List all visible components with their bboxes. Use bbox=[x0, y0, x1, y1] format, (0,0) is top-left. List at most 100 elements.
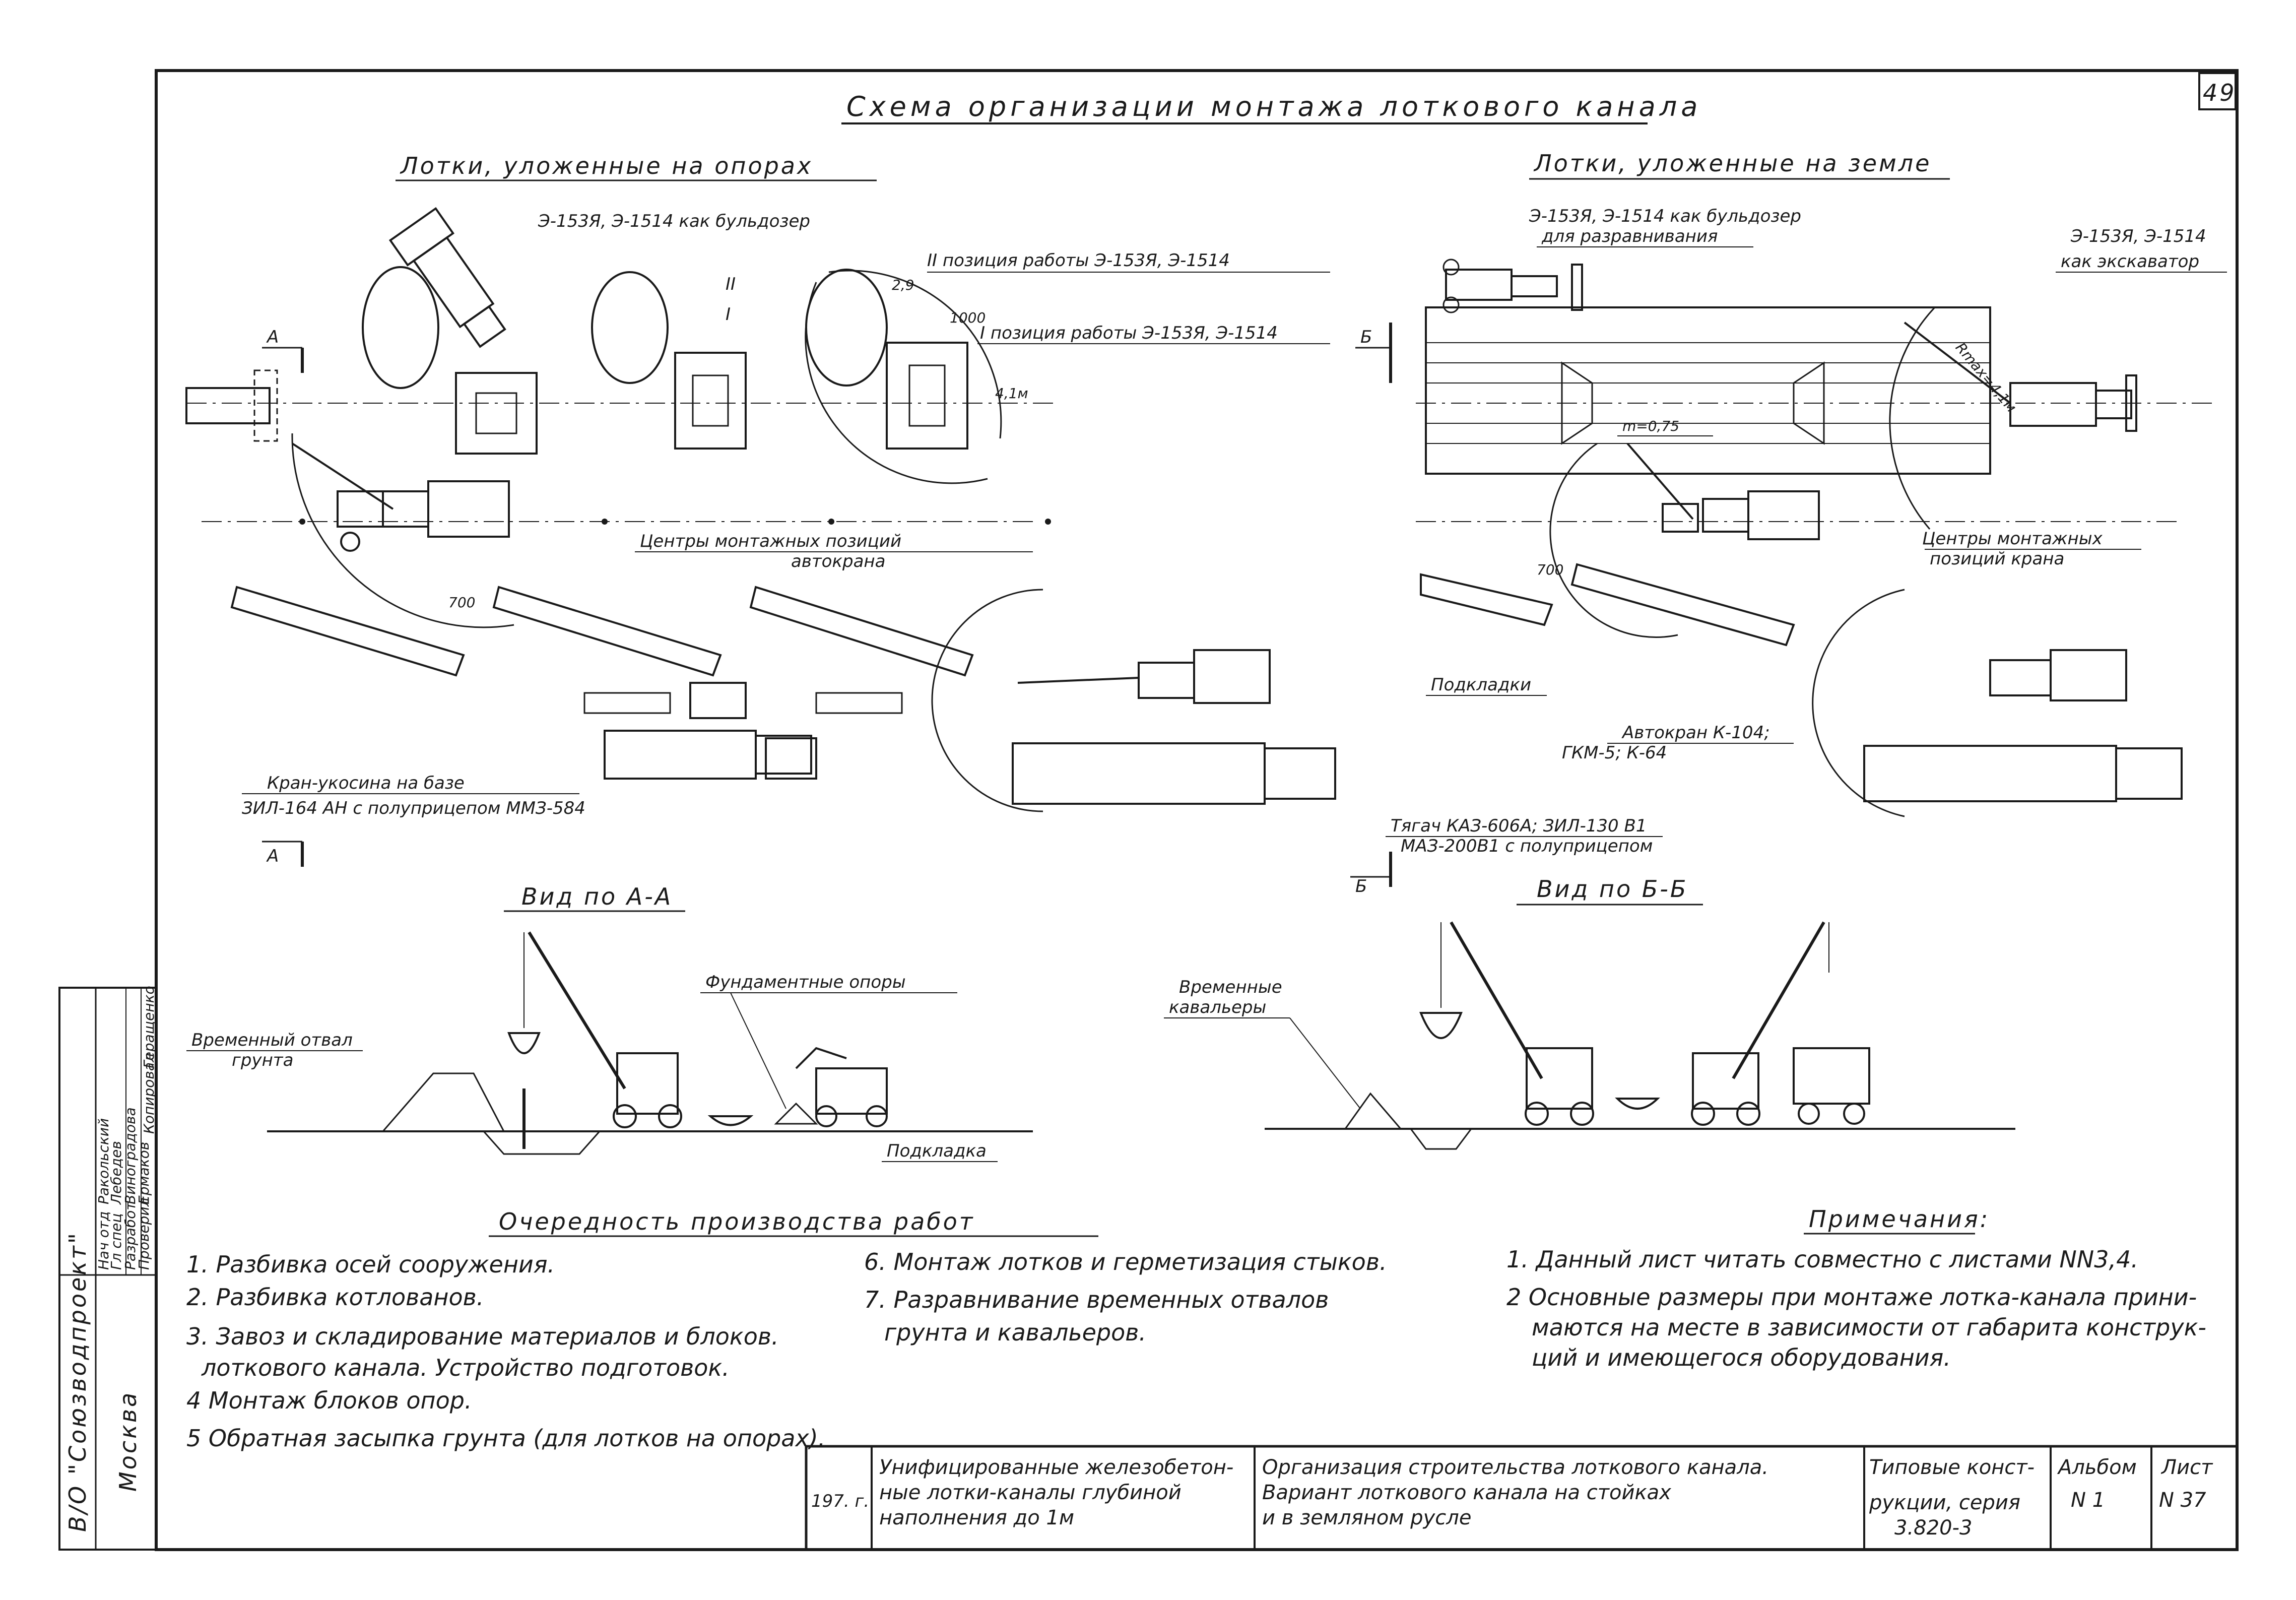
title-block-frame bbox=[805, 1445, 2239, 1551]
stamp-person: Виноградова bbox=[122, 1107, 139, 1204]
centers-label-2: автокрана bbox=[791, 551, 886, 571]
swing-arc bbox=[1812, 589, 1905, 817]
wheel bbox=[1570, 1102, 1594, 1126]
foundation-pit-inner bbox=[692, 374, 729, 427]
bulldozer-plan bbox=[1442, 259, 1583, 313]
spoil-label: Временный отвал bbox=[191, 1030, 353, 1050]
title-block-typical: Типовые конст- bbox=[1869, 1456, 2035, 1479]
bulldozer-right-label-2: для разравнивания bbox=[1541, 226, 1718, 246]
sheet-number-box bbox=[2198, 72, 2237, 110]
autocrane-plan bbox=[291, 442, 510, 552]
wheel bbox=[1525, 1102, 1549, 1126]
view-bb: Вид по Б-Б Временные кавальеры bbox=[1164, 875, 2015, 1150]
sequence-item: 6. Монтаж лотков и герметизация стыков. bbox=[864, 1248, 1387, 1275]
tray-joint bbox=[1561, 361, 1593, 445]
cut-b-label: Б bbox=[1360, 327, 1372, 347]
dim-label: 700 bbox=[448, 594, 475, 611]
wheel bbox=[1736, 1102, 1760, 1126]
section-left-title: Лотки, уложенные на опорах bbox=[400, 152, 813, 179]
autocrane-label: Автокран К-104; bbox=[1621, 723, 1770, 743]
sequence-item: 5 Обратная засыпка грунта (для лотков на… bbox=[186, 1425, 825, 1452]
notes-item: 1. Данный лист читать совместно с листам… bbox=[1506, 1246, 2138, 1273]
spoil-heap-section bbox=[381, 1072, 505, 1132]
trailer-section bbox=[1793, 1047, 1870, 1105]
crane-base-label-2: ЗИЛ-164 АН с полуприцепом ММЗ-584 bbox=[242, 798, 585, 818]
stamp-person: Лебедев bbox=[108, 1141, 124, 1205]
autocrane-right-bottom bbox=[1863, 649, 2183, 802]
spoil-heap bbox=[805, 269, 888, 387]
foundation-support bbox=[774, 1102, 818, 1125]
position-2-label: II позиция работы Э-153Я, Э-1514 bbox=[927, 250, 1230, 271]
notes-item: 2 Основные размеры при монтаже лотка-кан… bbox=[1506, 1284, 2197, 1311]
excavator-label-2: как экскаватор bbox=[2061, 251, 2199, 272]
excavator-label: Э-153Я, Э-1514 bbox=[2070, 226, 2206, 246]
cavaliers-label: Временные bbox=[1179, 977, 1282, 997]
wheel bbox=[613, 1104, 637, 1128]
tray-joint bbox=[1793, 361, 1825, 445]
title-block-series: Унифицированные железобетон- bbox=[879, 1456, 1233, 1479]
stamp-person: Ермаков bbox=[136, 1142, 152, 1204]
cavaliers-label-2: кавальеры bbox=[1169, 997, 1266, 1017]
tray-element bbox=[749, 586, 974, 677]
title-block-sheet-value: N 37 bbox=[2159, 1489, 2206, 1512]
lifted-tray bbox=[1419, 1012, 1463, 1039]
wheel bbox=[1691, 1102, 1715, 1126]
crane-cab bbox=[1526, 1047, 1593, 1110]
centers-right-label: Центры монтажных bbox=[1922, 529, 2103, 549]
view-bb-title: Вид по Б-Б bbox=[1537, 875, 1688, 903]
excavator-plan bbox=[388, 207, 506, 348]
axis-point bbox=[299, 519, 305, 525]
base-block bbox=[815, 692, 903, 714]
pad-label: Подкладка bbox=[887, 1141, 987, 1161]
title-block: 197. г. Унифицированные железобетон- ные… bbox=[805, 1445, 2239, 1551]
channel-segment bbox=[185, 387, 271, 424]
cut-a-label: А bbox=[266, 327, 279, 347]
sequence-item: 7. Разравнивание временных отвалов bbox=[864, 1286, 1329, 1313]
channel-end bbox=[253, 369, 278, 442]
dim-label: 700 bbox=[1537, 561, 1563, 578]
view-aa: Вид по А-А Временный отвал грунта Фундам… bbox=[186, 883, 1033, 1162]
crane-boom bbox=[1732, 921, 1825, 1079]
title-block-album-value: N 1 bbox=[2071, 1489, 2105, 1512]
title-block-sheet-title: и в земляном русле bbox=[1262, 1506, 1471, 1529]
sequence-item: 3. Завоз и складирование материалов и бл… bbox=[186, 1323, 779, 1350]
pads-label: Подкладки bbox=[1431, 675, 1531, 695]
title-block-sheet-label: Лист bbox=[2160, 1456, 2213, 1479]
view-aa-title: Вид по А-А bbox=[521, 883, 673, 910]
m-label: m=0,75 bbox=[1622, 418, 1679, 434]
sequence-item: грунта и кавальеров. bbox=[884, 1319, 1146, 1346]
autocrane-label-2: ГКМ-5; К-64 bbox=[1562, 743, 1667, 763]
earth-channel-section bbox=[1410, 1128, 1472, 1150]
wheel bbox=[866, 1105, 888, 1127]
notes-section: Примечания: 1. Данный лист читать совмес… bbox=[1506, 1205, 2206, 1371]
drawing-title: Схема организации монтажа лоткового кана… bbox=[846, 91, 1701, 122]
crane-boom bbox=[528, 931, 626, 1090]
spoil-label-2: грунта bbox=[232, 1050, 293, 1070]
stamp-role: Проверил bbox=[136, 1197, 152, 1270]
title-block-sheet-title: Вариант лоткового канала на стойках bbox=[1262, 1481, 1671, 1504]
wheel bbox=[1798, 1103, 1820, 1125]
sequence-item: 1. Разбивка осей сооружения. bbox=[186, 1251, 555, 1278]
dim-label: 1000 bbox=[950, 309, 986, 326]
tray-element bbox=[230, 586, 465, 677]
cut-b-label-bottom: Б bbox=[1355, 876, 1367, 897]
foundation-pit bbox=[886, 342, 968, 450]
right-plan: Б Б Э-153Я, Э-1514 как бульдозер для раз… bbox=[1350, 206, 2227, 897]
sequence-item: 2. Разбивка котлованов. bbox=[186, 1284, 484, 1311]
notes-item: ций и имеющегося оборудования. bbox=[1532, 1344, 1951, 1371]
title-block-album-label: Альбом bbox=[2057, 1456, 2137, 1479]
stamp-person: Ракольский bbox=[95, 1118, 112, 1204]
tractor-label-2: МАЗ-200В1 с полуприцепом bbox=[1401, 836, 1653, 856]
stamp-role: Разработ bbox=[122, 1202, 139, 1270]
stamp-org: В/О "Союзводпроект" bbox=[64, 1231, 91, 1532]
excavator-section bbox=[815, 1067, 888, 1115]
axis-point bbox=[602, 519, 608, 525]
base-block bbox=[583, 692, 671, 714]
axis-point bbox=[828, 519, 834, 525]
lifted-tray bbox=[507, 1032, 541, 1054]
excavator-arm bbox=[795, 1047, 847, 1069]
wheel bbox=[658, 1104, 682, 1128]
swing-arc bbox=[931, 589, 1043, 812]
